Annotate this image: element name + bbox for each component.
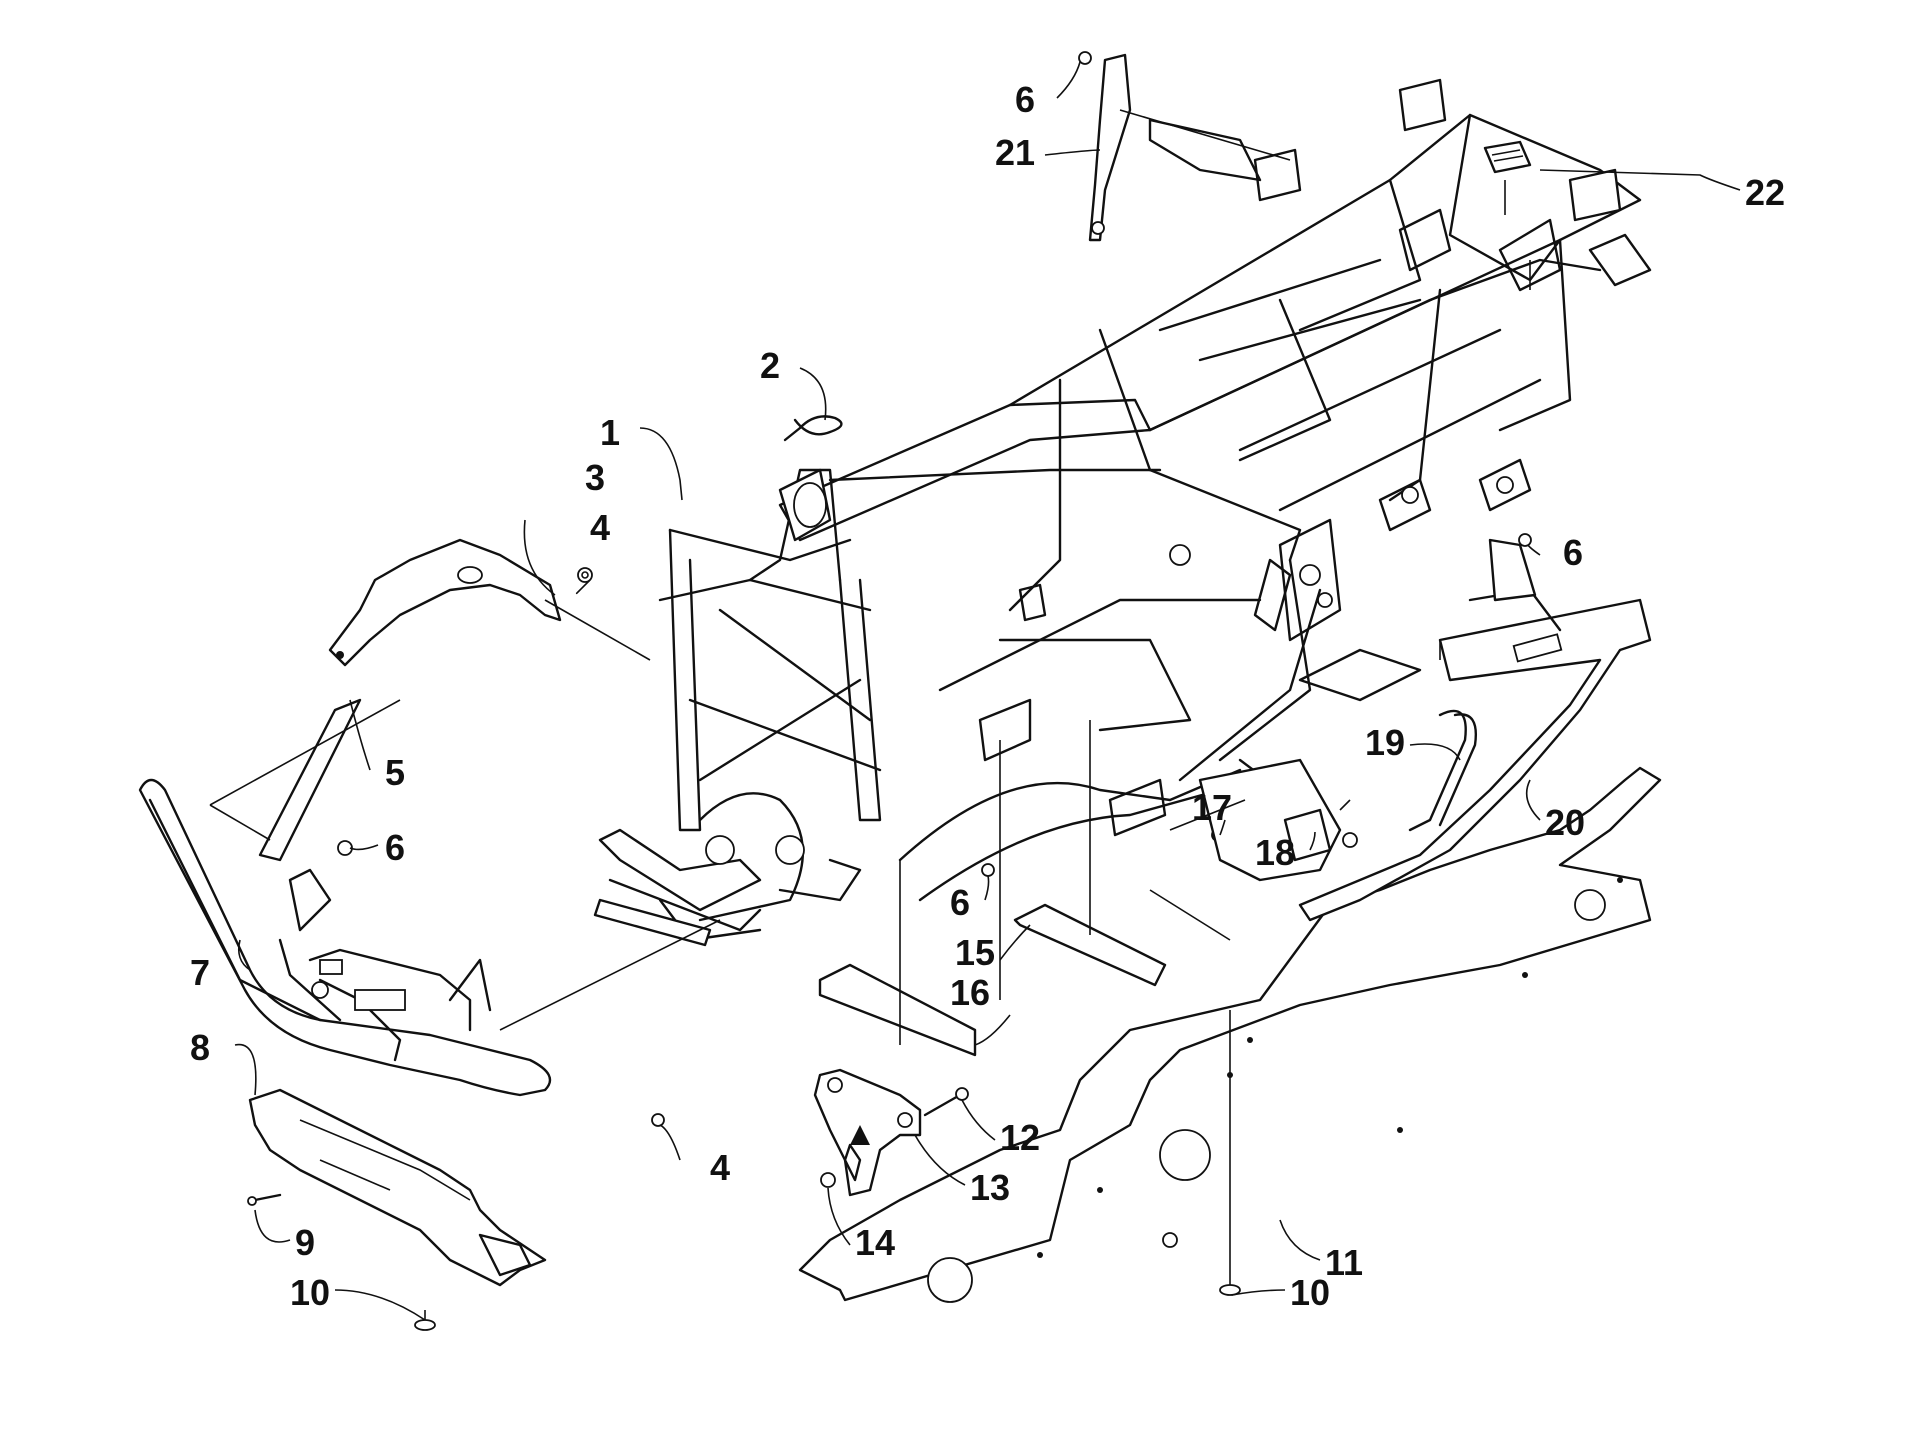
callout-5: 5 [385, 752, 405, 793]
main-frame [593, 78, 1652, 947]
hoop-part-19 [1408, 709, 1477, 832]
rear-rack-part-20 [1198, 538, 1652, 922]
callout-10-left: 10 [290, 1272, 330, 1313]
callout-6-center: 6 [950, 882, 970, 923]
front-bumper-part-7 [138, 778, 552, 1097]
callout-14: 14 [855, 1222, 895, 1263]
callout-11: 11 [1325, 1242, 1363, 1283]
callout-1: 1 [600, 412, 620, 453]
bracket-part-13 [813, 1068, 922, 1197]
clip-part-2 [783, 415, 843, 442]
fastener-part-10-right [1219, 1270, 1241, 1296]
decal-part-22 [1483, 140, 1532, 174]
foam-block-part-15 [1013, 903, 1167, 987]
bolt-part-6-top [1078, 51, 1092, 65]
callout-21: 21 [995, 132, 1035, 173]
callout-18: 18 [1255, 832, 1295, 873]
callout-13: 13 [970, 1167, 1010, 1208]
bolt-part-6-center [981, 863, 995, 877]
bolt-part-6-left [337, 840, 353, 856]
bolt-part-6-right [1518, 533, 1532, 547]
leader-lines [234, 61, 1741, 1321]
callout-20: 20 [1545, 802, 1585, 843]
screw-part-9 [247, 1193, 282, 1206]
callout-9: 9 [295, 1222, 315, 1263]
front-brace-part-3 [328, 538, 562, 667]
callout-7: 7 [190, 952, 210, 993]
callout-17: 17 [1192, 787, 1232, 828]
callout-15: 15 [955, 932, 995, 973]
warning-triangle [850, 1125, 870, 1145]
callout-16: 16 [950, 972, 990, 1013]
callout-4-upper: 4 [590, 507, 610, 548]
skid-plate-part-11 [798, 766, 1662, 1303]
nut-part-14 [820, 1172, 836, 1188]
callout-6-right: 6 [1563, 532, 1583, 573]
callout-3: 3 [585, 457, 605, 498]
callout-6-top: 6 [1015, 79, 1035, 120]
foam-block-part-16 [818, 963, 977, 1057]
fastener-part-10-left [414, 1310, 436, 1331]
callout-labels: 1 2 3 4 4 5 6 6 6 6 7 8 9 10 10 11 12 13… [190, 79, 1785, 1313]
callout-2: 2 [760, 345, 780, 386]
callout-12: 12 [1000, 1117, 1040, 1158]
bolt-part-4-lower [651, 1113, 665, 1127]
strut-part-21 [1088, 53, 1262, 242]
callout-22: 22 [1745, 172, 1785, 213]
callout-19: 19 [1365, 722, 1405, 763]
strut-part-5 [258, 698, 362, 862]
callout-4-lower: 4 [710, 1147, 730, 1188]
front-skid-part-8 [248, 1088, 547, 1287]
bolt-part-12 [923, 1087, 969, 1117]
callout-10-right: 10 [1290, 1272, 1330, 1313]
assembly-guide-lines [209, 109, 1531, 1270]
callout-6-left: 6 [385, 827, 405, 868]
bolt-part-4-upper [577, 567, 593, 583]
callout-8: 8 [190, 1027, 210, 1068]
